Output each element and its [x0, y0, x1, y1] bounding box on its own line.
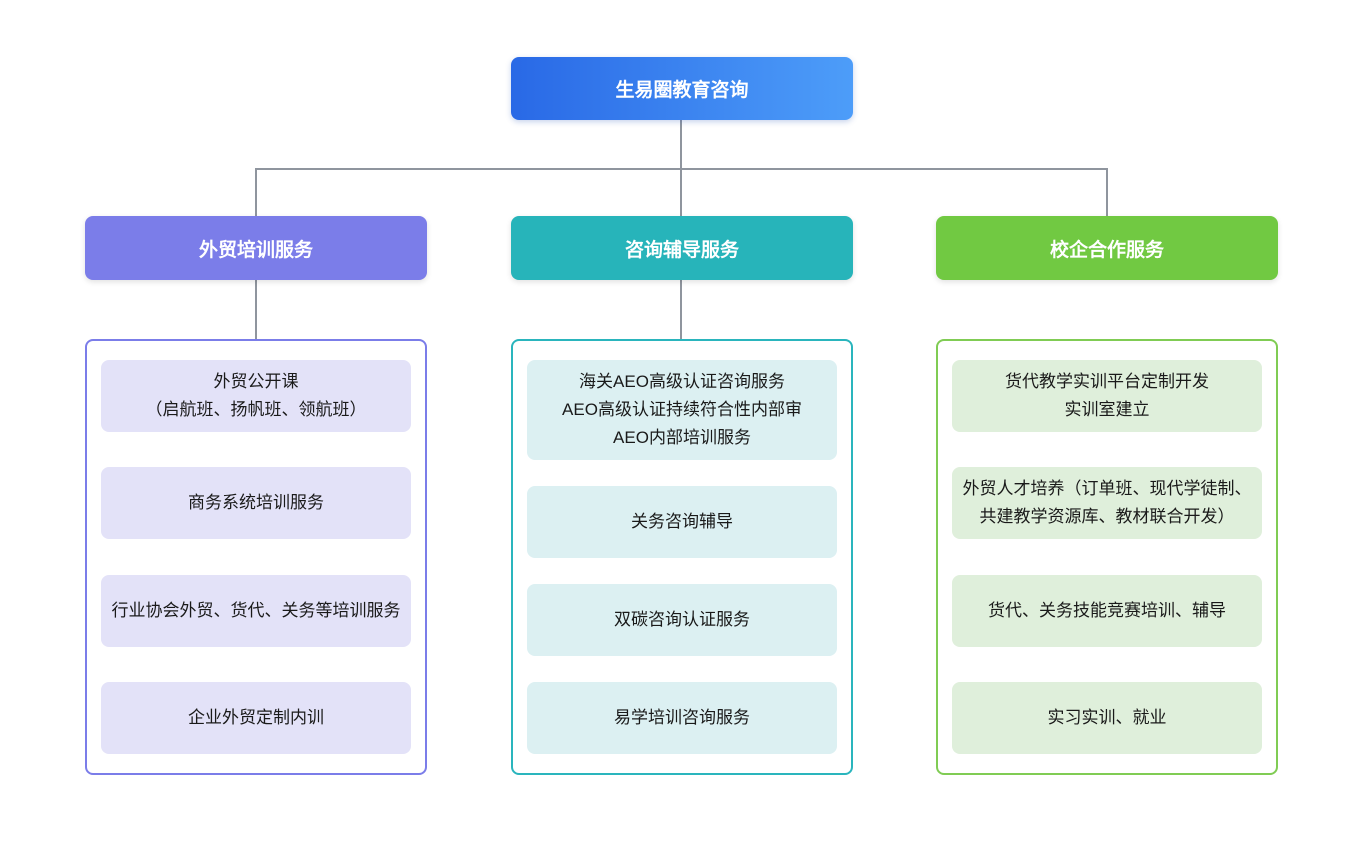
node-internship-employment[interactable]: 实习实训、就业: [952, 681, 1262, 754]
node-aeo-certification-services[interactable]: 海关AEO高级认证咨询服务 AEO高级认证持续符合性内部审 AEO内部培训服务: [527, 360, 837, 460]
branch-header-label: 咨询辅导服务: [624, 239, 739, 261]
connector-drop-school-enterprise: [1106, 168, 1108, 216]
branch-header-label: 校企合作服务: [1049, 239, 1164, 261]
node-skill-competition-training[interactable]: 货代、关务技能竞赛培训、辅导: [952, 574, 1262, 647]
connector-consulting-panel: [680, 280, 682, 339]
node-talent-cultivation[interactable]: 外贸人才培养（订单班、现代学徒制、共建教学资源库、教材联合开发）: [952, 467, 1262, 540]
branch-header-label: 外贸培训服务: [198, 239, 313, 261]
branch-header-school-enterprise[interactable]: 校企合作服务: [936, 216, 1278, 280]
branch-panel-school-enterprise: 货代教学实训平台定制开发 实训室建立 外贸人才培养（订单班、现代学徒制、共建教学…: [936, 339, 1278, 775]
root-node[interactable]: 生易圈教育咨询: [511, 57, 853, 120]
node-yixue-training-consulting[interactable]: 易学培训咨询服务: [527, 682, 837, 754]
node-freight-training-platform[interactable]: 货代教学实训平台定制开发 实训室建立: [952, 360, 1262, 432]
node-dual-carbon-certification[interactable]: 双碳咨询认证服务: [527, 584, 837, 656]
branch-panel-trade-training: 外贸公开课 （启航班、扬帆班、领航班） 商务系统培训服务 行业协会外贸、货代、关…: [85, 339, 427, 775]
node-customs-consulting[interactable]: 关务咨询辅导: [527, 486, 837, 558]
branch-panel-consulting: 海关AEO高级认证咨询服务 AEO高级认证持续符合性内部审 AEO内部培训服务 …: [511, 339, 853, 775]
branch-header-consulting[interactable]: 咨询辅导服务: [511, 216, 853, 280]
root-node-label: 生易圈教育咨询: [615, 80, 749, 101]
node-industry-association-training[interactable]: 行业协会外贸、货代、关务等培训服务: [101, 574, 411, 647]
node-foreign-trade-open-class[interactable]: 外贸公开课 （启航班、扬帆班、领航班）: [101, 360, 411, 432]
node-enterprise-custom-training[interactable]: 企业外贸定制内训: [101, 681, 411, 754]
connector-root-down: [680, 120, 682, 168]
connector-drop-trade-training: [255, 168, 257, 216]
connector-drop-consulting: [680, 168, 682, 216]
node-business-system-training[interactable]: 商务系统培训服务: [101, 467, 411, 540]
branch-header-trade-training[interactable]: 外贸培训服务: [85, 216, 427, 280]
connector-trade-training-panel: [255, 280, 257, 339]
